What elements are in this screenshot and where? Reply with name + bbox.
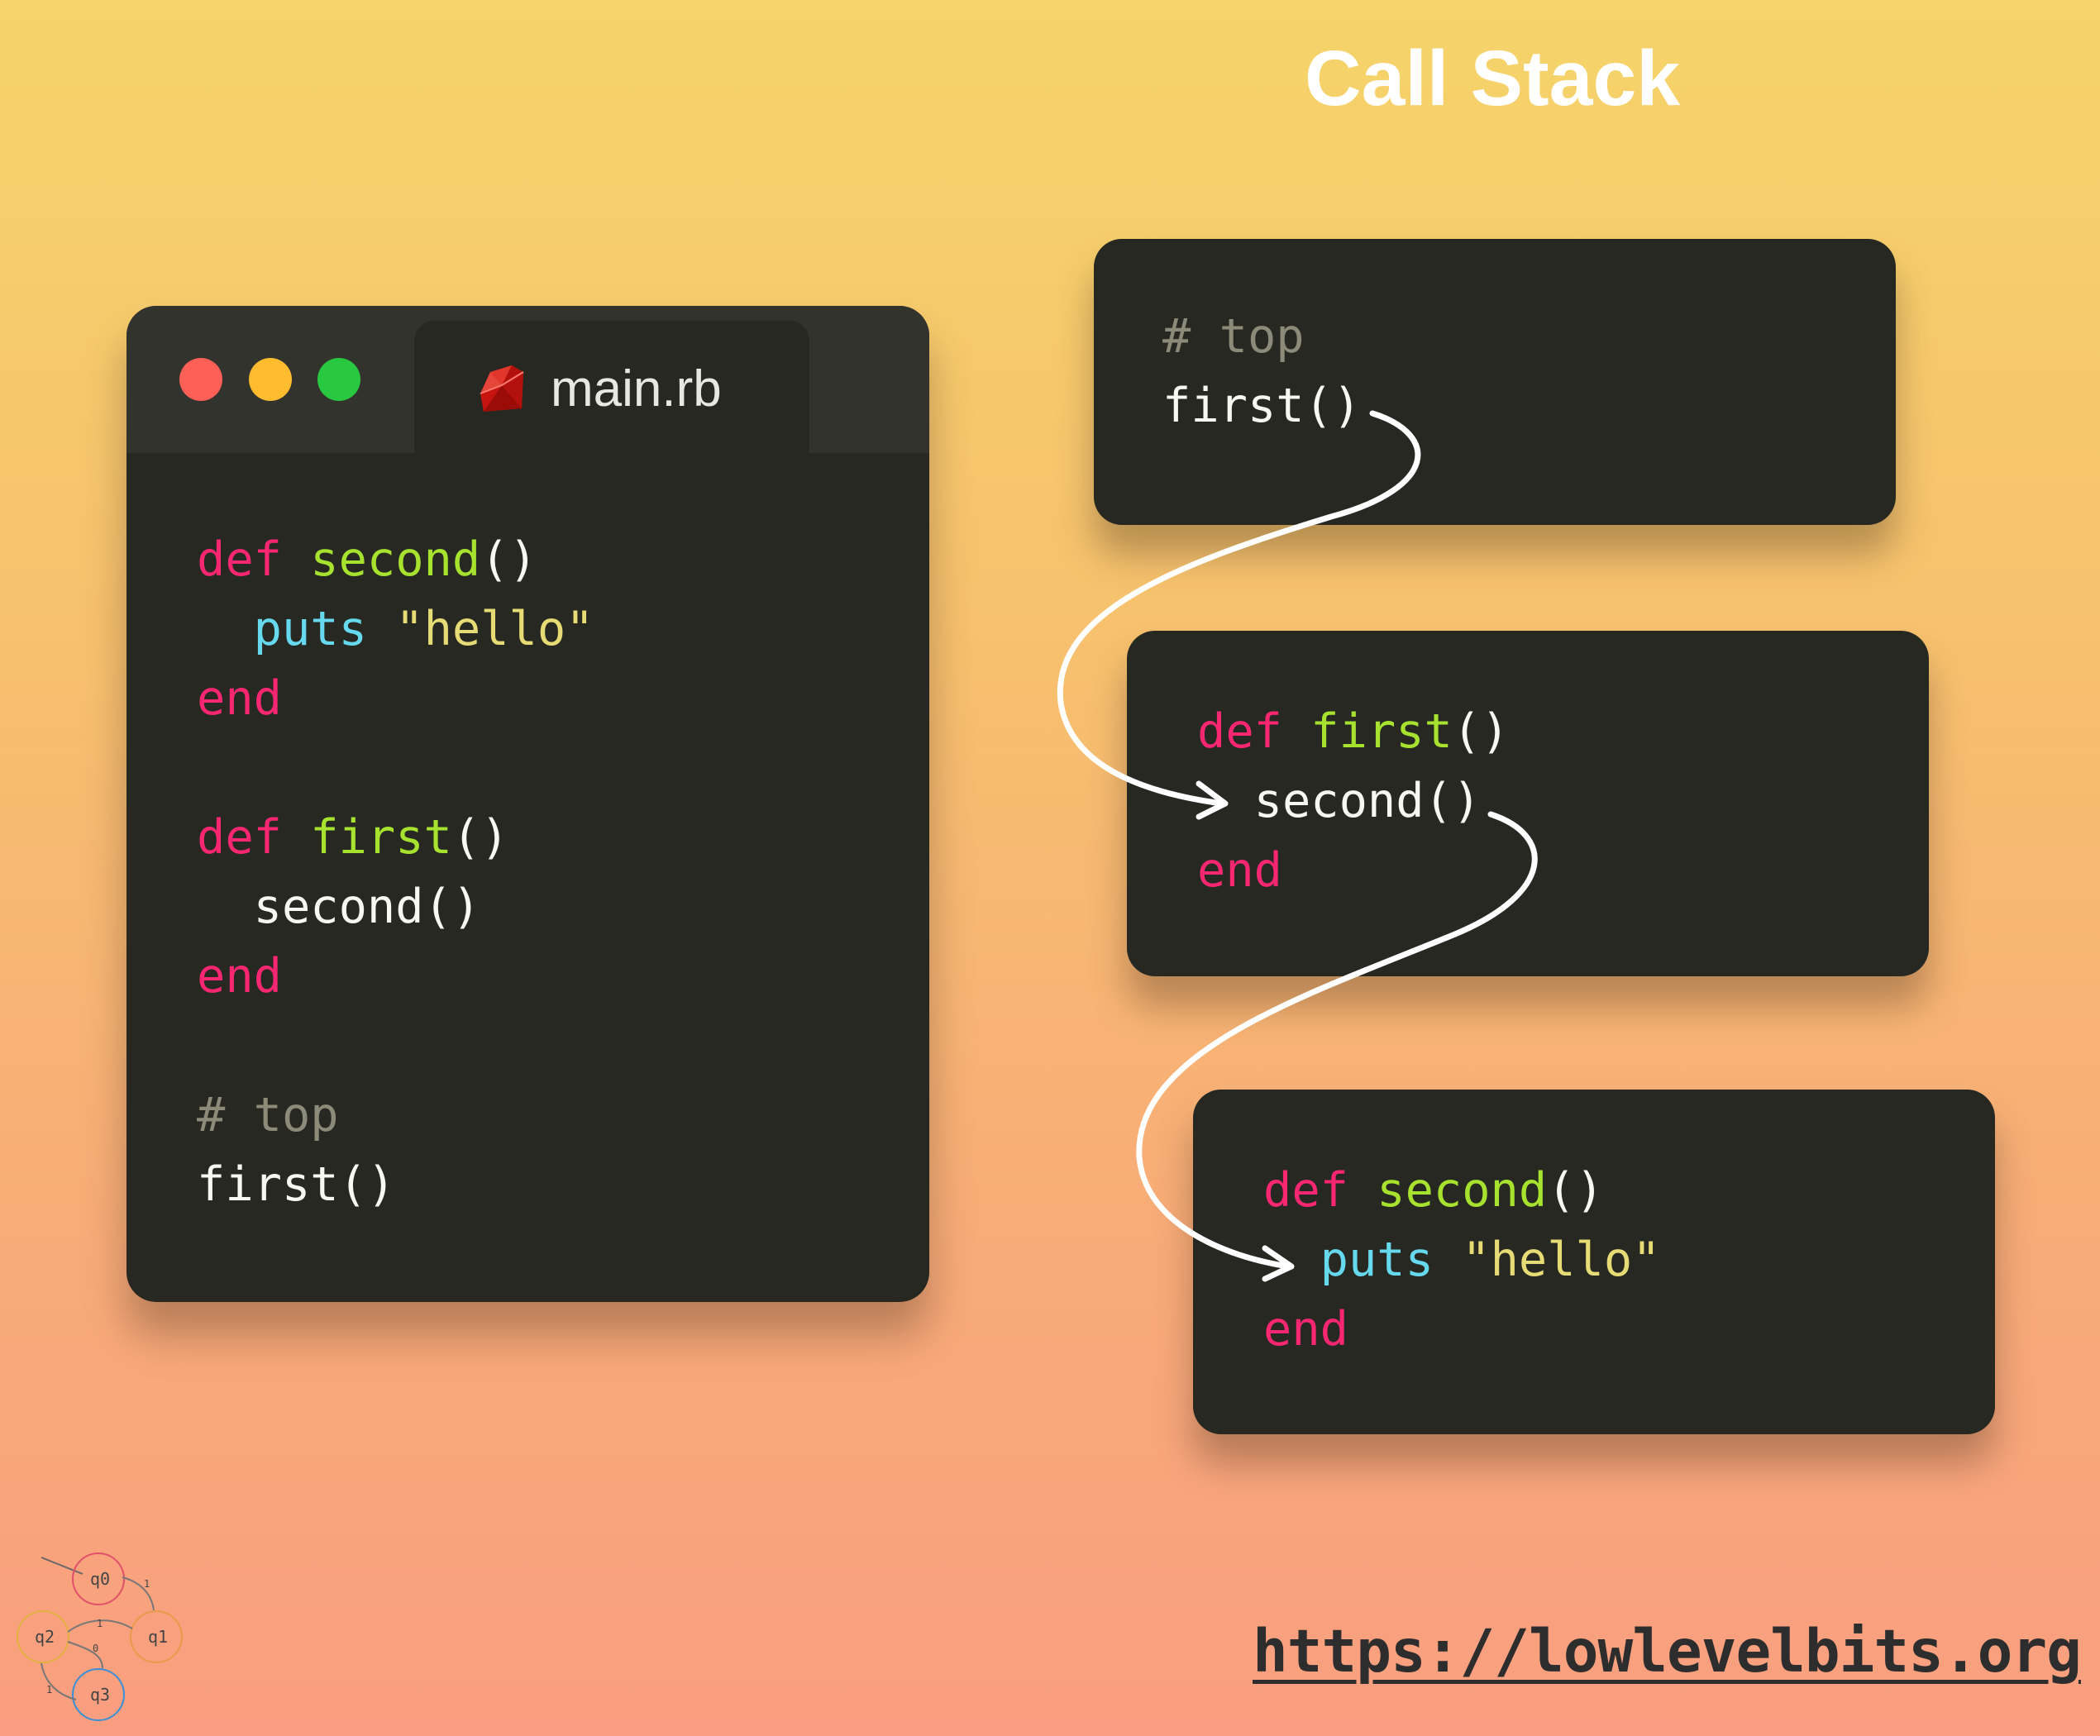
svg-text:q0: q0	[90, 1569, 110, 1589]
state-q0	[72, 1552, 125, 1605]
stack-frame-top: # top first()	[1094, 239, 1896, 525]
frame-call: first()	[1162, 379, 1362, 433]
code-line: puts "hello"	[253, 602, 594, 656]
frame-comment: # top	[1162, 309, 1305, 364]
stack-frame-second: def second() puts "hello" end	[1193, 1090, 1995, 1434]
ruby-icon	[480, 365, 524, 412]
window-titlebar: main.rb	[126, 306, 929, 486]
code-line: second()	[253, 880, 481, 934]
frame-builtin: puts	[1320, 1233, 1434, 1287]
editor-code: def second() puts "hello" end def first(…	[197, 525, 594, 1219]
svg-text:q3: q3	[90, 1685, 110, 1705]
frame-keyword: def	[1263, 1163, 1348, 1218]
frame-function-name: second	[1377, 1163, 1548, 1218]
state-q2	[17, 1610, 69, 1663]
file-tab-main-rb[interactable]: main.rb	[414, 321, 809, 486]
svg-text:1: 1	[97, 1618, 103, 1629]
automaton-logo: q0 q1 q2 q3 1 1 0 1	[17, 1552, 183, 1721]
start-arrow	[41, 1557, 84, 1575]
frame-string: "hello"	[1462, 1233, 1661, 1287]
maximize-window-button[interactable]	[317, 358, 360, 401]
site-url-link[interactable]: https://lowlevelbits.org	[1253, 1617, 2082, 1686]
svg-text:0: 0	[93, 1643, 98, 1654]
tab-label: main.rb	[551, 360, 722, 417]
frame-function-name: first	[1310, 704, 1453, 759]
svg-text:q2: q2	[35, 1627, 55, 1647]
code-line: def second()	[197, 532, 537, 587]
state-q1	[130, 1610, 183, 1663]
svg-text:1: 1	[144, 1578, 150, 1590]
state-q3	[72, 1668, 125, 1721]
code-editor-window: main.rb def second() puts "hello" end de…	[126, 306, 929, 1302]
code-line: end	[197, 671, 282, 726]
code-line: end	[197, 949, 282, 1004]
svg-text:q1: q1	[148, 1627, 168, 1647]
stack-frame-first: def first() second() end	[1127, 631, 1929, 976]
frame-keyword: def	[1197, 704, 1282, 759]
close-window-button[interactable]	[179, 358, 222, 401]
frame-call: second()	[1253, 774, 1482, 828]
frame-end: end	[1263, 1302, 1348, 1357]
diagram-title: Call Stack	[1305, 35, 1681, 122]
frame-end: end	[1197, 843, 1282, 898]
minimize-window-button[interactable]	[249, 358, 292, 401]
svg-text:1: 1	[46, 1684, 52, 1695]
code-line: # top	[197, 1088, 339, 1142]
code-line: def first()	[197, 810, 509, 865]
code-line: first()	[197, 1157, 396, 1212]
